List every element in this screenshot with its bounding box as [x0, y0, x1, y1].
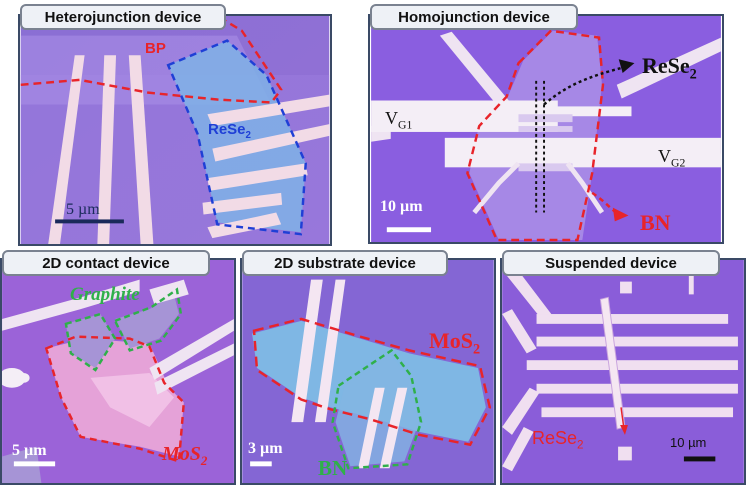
bn-label: BN — [640, 210, 671, 235]
vg1-label: VG1 — [385, 108, 412, 132]
substrate2d-panel: MoS2 BN 3 µm — [240, 258, 496, 485]
panel-title-substrate2d: 2D substrate device — [242, 250, 448, 276]
graphite-label: Graphite — [70, 284, 140, 305]
rese2-label-sub: 2 — [577, 438, 584, 452]
scale-label: 3 µm — [248, 440, 283, 457]
homojunction-micrograph — [371, 16, 721, 242]
mos2-label: MoS2 — [162, 443, 207, 469]
mos2-label-base: MoS — [429, 328, 473, 353]
panel-title-contact2d: 2D contact device — [2, 250, 210, 276]
vg1-label-sub: G1 — [398, 118, 413, 132]
panel-title-homojunction: Homojunction device — [370, 4, 578, 30]
scale-label: 10 µm — [380, 198, 423, 215]
rese2-label-sub: 2 — [689, 66, 697, 83]
mos2-label-sub: 2 — [200, 453, 208, 468]
vg1-label-base: V — [385, 108, 398, 128]
scale-label: 10 µm — [670, 435, 707, 450]
suspended-panel: ReSe2 10 µm — [500, 258, 746, 485]
bn-label: BN — [318, 456, 348, 480]
rese2-label-base: ReSe — [532, 428, 578, 448]
vg2-label: VG2 — [658, 146, 685, 170]
suspended-micrograph — [502, 260, 744, 483]
bp-label: BP — [145, 40, 166, 57]
vg2-label-sub: G2 — [671, 156, 686, 170]
rese2-label: ReSe2 — [642, 53, 697, 83]
rese2-label: ReSe2 — [532, 428, 584, 452]
substrate2d-micrograph — [242, 260, 494, 483]
scale-label: 5 µm — [12, 442, 47, 459]
contact2d-micrograph — [2, 260, 234, 483]
heterojunction-panel: BP ReSe2 5 µm — [18, 14, 332, 246]
rese2-label: ReSe2 — [208, 121, 251, 141]
panel-title-heterojunction: Heterojunction device — [20, 4, 226, 30]
heterojunction-micrograph — [20, 16, 330, 244]
rese2-label-base: ReSe — [642, 53, 690, 78]
rese2-label-sub: 2 — [245, 130, 251, 141]
rese2-label-base: ReSe — [208, 121, 246, 138]
mos2-label: MoS2 — [429, 328, 480, 358]
panel-title-suspended: Suspended device — [502, 250, 720, 276]
vg2-label-base: V — [658, 146, 671, 166]
scale-label: 5 µm — [66, 201, 100, 218]
mos2-label-base: MoS — [162, 443, 201, 465]
mos2-label-sub: 2 — [473, 341, 481, 358]
homojunction-panel: ReSe2 VG1 VG2 BN 10 µm — [368, 14, 724, 244]
contact2d-panel: Graphite MoS2 5 µm — [0, 258, 236, 485]
